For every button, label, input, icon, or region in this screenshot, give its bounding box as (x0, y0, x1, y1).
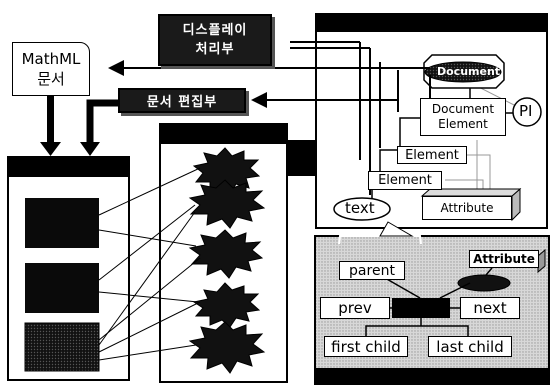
element-node-1: Element (397, 146, 467, 164)
document-node-label: Document (437, 66, 500, 77)
first-child-pointer-label: first child (331, 338, 401, 356)
prev-pointer-box: prev (320, 297, 390, 319)
attribute-pointer-label: Attribute (473, 252, 535, 266)
doc-edit-unit-box: 문서 편집부 (118, 88, 246, 113)
mathml-doc-box: MathML 문서 (12, 42, 90, 96)
attribute-pointer-box: Attribute (469, 250, 539, 268)
element-node-2-label: Element (378, 173, 432, 188)
next-pointer-label: next (473, 299, 506, 317)
document-element-node: Document Element (420, 98, 506, 136)
element-node-1-label: Element (405, 148, 459, 163)
down-arrows (40, 95, 118, 156)
display-unit-box: 디스플레이 처리부 (158, 14, 272, 66)
first-child-pointer-box: first child (324, 336, 408, 357)
parent-pointer-label: parent (349, 263, 395, 279)
last-child-pointer-label: last child (436, 338, 503, 356)
display-unit-label: 디스플레이 처리부 (183, 21, 248, 59)
doc-edit-unit-label: 문서 편집부 (147, 91, 217, 110)
attribute-node: Attribute (422, 196, 512, 220)
text-node-label: text (345, 201, 375, 216)
mathml-doc-label: MathML 문서 (22, 49, 81, 89)
attribute-node-label: Attribute (441, 201, 494, 215)
prev-pointer-label: prev (338, 299, 371, 317)
element-node-2: Element (368, 171, 442, 190)
document-element-label: Document Element (432, 102, 494, 132)
parent-pointer-box: parent (339, 261, 405, 280)
last-child-pointer-box: last child (428, 336, 512, 357)
middle-node-panel (160, 124, 287, 382)
pi-node-label: PI (519, 104, 532, 119)
next-pointer-box: next (460, 297, 520, 319)
